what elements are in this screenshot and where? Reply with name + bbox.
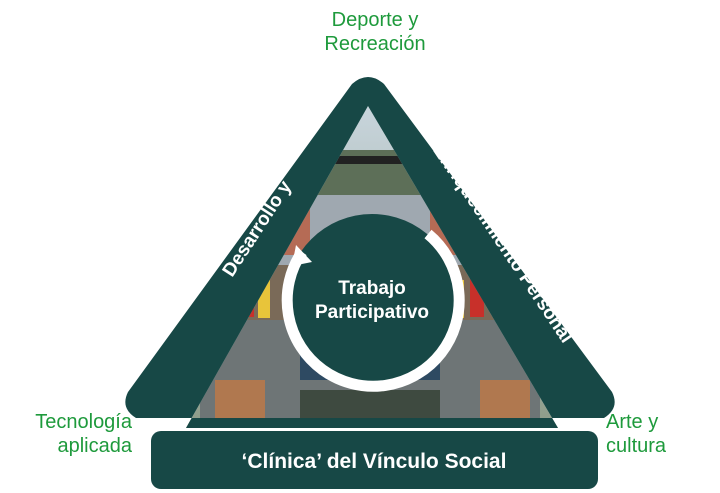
triangle-frame: [125, 77, 615, 428]
corner-label-top-line2: Recreación: [324, 33, 426, 55]
corner-label-left: Tecnología aplicada: [10, 410, 132, 458]
corner-label-top: Deporte y Recreación: [300, 8, 450, 56]
center-circle: [286, 214, 458, 386]
bottom-bar: [151, 431, 598, 489]
bottom-bar-label: ‘Clínica’ del Vínculo Social: [242, 450, 507, 473]
cycle-arrow-icon: [281, 229, 465, 392]
center-cycle: [281, 214, 465, 392]
center-title-line2: Participativo: [315, 302, 429, 323]
corner-label-left-line1: Tecnología: [35, 411, 132, 433]
corner-label-right-line2: cultura: [606, 435, 667, 457]
center-title-line1: Trabajo: [338, 278, 406, 299]
corner-label-right-line1: Arte y: [606, 411, 659, 433]
corner-label-right: Arte y cultura: [606, 410, 706, 458]
corner-label-left-line2: aplicada: [57, 435, 132, 457]
corner-label-top-line1: Deporte y: [331, 9, 419, 31]
